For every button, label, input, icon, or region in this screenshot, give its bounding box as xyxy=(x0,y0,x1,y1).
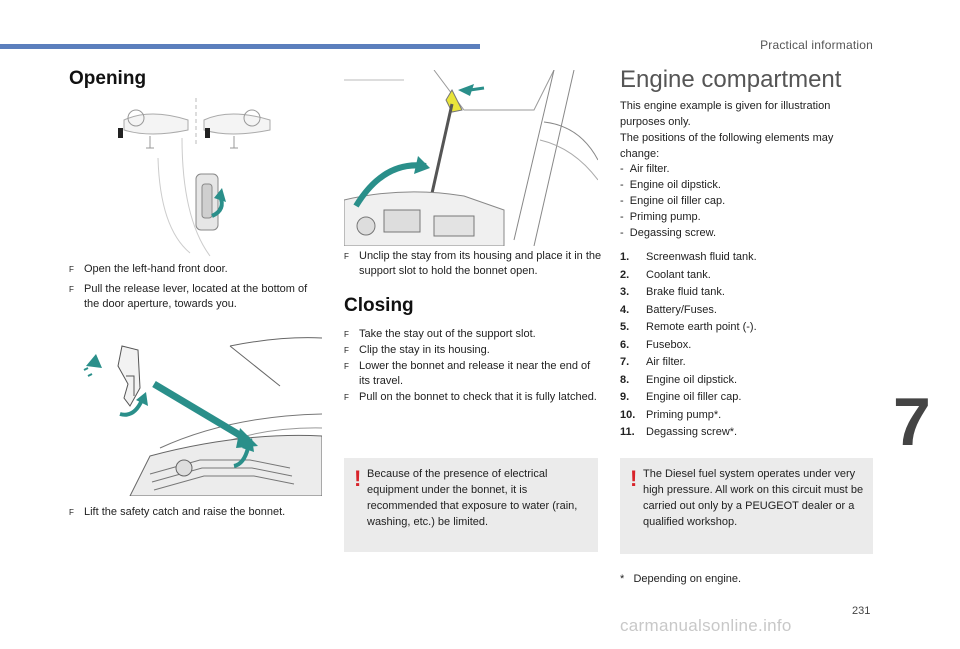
changes-list: - Air filter. - Engine oil dipstick. - E… xyxy=(620,161,870,241)
engine-intro-2: The positions of the following elements … xyxy=(620,132,834,160)
list-item: 11.Degassing screw*. xyxy=(620,426,738,438)
closing-step-3: F Lower the bonnet and release it near t… xyxy=(344,360,591,387)
bullet-icon: F xyxy=(69,508,74,517)
page-number: 231 xyxy=(852,605,871,617)
change-item: - Priming pump. xyxy=(620,211,701,223)
closing-step-4: F Pull on the bonnet to check that it is… xyxy=(344,391,597,403)
list-item: 10.Priming pump*. xyxy=(620,409,722,421)
change-item: - Air filter. xyxy=(620,163,670,175)
bullet-icon: F xyxy=(69,285,74,294)
chapter-number: 7 xyxy=(893,384,931,460)
opening-step-1: F Open the left-hand front door. xyxy=(69,263,228,275)
opening-step-3: F Lift the safety catch and raise the bo… xyxy=(69,506,286,518)
warning-icon: ! xyxy=(354,466,362,491)
bonnet-stay-illustration xyxy=(344,70,598,246)
bullet-icon: F xyxy=(344,393,349,402)
list-item: 3.Brake fluid tank. xyxy=(620,286,725,298)
engine-heading: Engine compartment xyxy=(620,66,842,93)
bullet-icon: F xyxy=(344,330,349,339)
header-accent-bar xyxy=(0,44,480,49)
bullet-icon: F xyxy=(344,252,349,261)
electrical-warning-box: ! Because of the presence of electrical … xyxy=(344,458,598,552)
diesel-warning-box: ! The Diesel fuel system operates under … xyxy=(620,458,873,554)
engine-intro-1: This engine example is given for illustr… xyxy=(620,100,831,128)
closing-heading: Closing xyxy=(344,295,414,316)
diesel-warning-text: The Diesel fuel system operates under ve… xyxy=(643,468,864,528)
list-item: 7.Air filter. xyxy=(620,356,686,368)
opening-step-2: F Pull the release lever, located at the… xyxy=(69,283,308,310)
section-title: Practical information xyxy=(760,38,873,52)
footnote: * Depending on engine. xyxy=(620,571,870,587)
list-item: 4.Battery/Fuses. xyxy=(620,304,717,316)
opening-heading: Opening xyxy=(69,68,147,89)
electrical-warning-text: Because of the presence of electrical eq… xyxy=(367,468,578,528)
list-item: 5.Remote earth point (-). xyxy=(620,321,757,333)
closing-step-2: F Clip the stay in its housing. xyxy=(344,344,490,356)
bullet-icon: F xyxy=(344,362,349,371)
footnote-mark: * xyxy=(620,573,625,585)
change-item: - Degassing screw. xyxy=(620,227,717,239)
list-item: 8.Engine oil dipstick. xyxy=(620,374,738,386)
list-item: 1.Screenwash fluid tank. xyxy=(620,251,757,263)
footnote-text: Depending on engine. xyxy=(633,573,742,585)
closing-step-1: F Take the stay out of the support slot. xyxy=(344,328,536,340)
safety-catch-illustration xyxy=(83,337,322,496)
list-item: 9.Engine oil filler cap. xyxy=(620,391,742,403)
release-lever-illustration xyxy=(118,98,271,257)
change-item: - Engine oil filler cap. xyxy=(620,195,726,207)
components-list: 1.Screenwash fluid tank. 2.Coolant tank.… xyxy=(620,250,870,440)
bullet-icon: F xyxy=(344,346,349,355)
watermark-text: carmanualsonline.info xyxy=(620,616,792,635)
list-item: 6.Fusebox. xyxy=(620,339,692,351)
change-item: - Engine oil dipstick. xyxy=(620,179,721,191)
list-item: 2.Coolant tank. xyxy=(620,269,711,281)
stay-step: F Unclip the stay from its housing and p… xyxy=(344,250,602,277)
warning-icon: ! xyxy=(630,466,638,491)
bullet-icon: F xyxy=(69,265,74,274)
